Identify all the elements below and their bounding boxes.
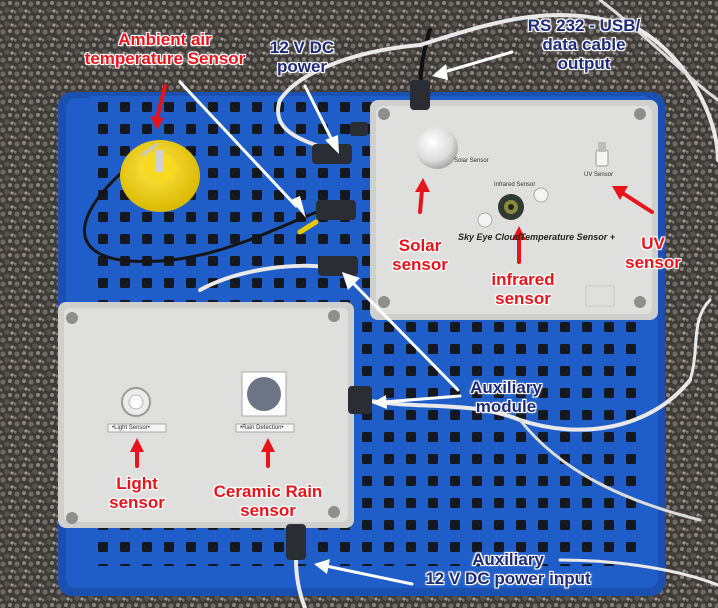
uv-sensor-print: UV Sensor <box>584 172 614 178</box>
annotation-arrows <box>130 50 654 586</box>
label-light-sensor: Light sensor <box>109 474 165 512</box>
ambient-temperature-sensor-device <box>120 140 200 212</box>
label-12v-dc-power: 12 V DC power <box>269 38 335 76</box>
label-rs232-usb-output: RS 232 - USB/ data cable output <box>527 16 641 73</box>
cable-connectors <box>286 80 430 560</box>
arrow-aux-module-side <box>382 394 462 404</box>
arrow-ambient-temperature <box>155 84 167 120</box>
infrared-sensor-print: Infrared Sensor <box>494 182 536 188</box>
rain-detection-print: •Rain Detection• <box>240 425 284 431</box>
arrow-power <box>303 84 334 142</box>
auxiliary-module-enclosure <box>58 302 354 528</box>
label-auxiliary-module: Auxiliary module <box>470 378 542 416</box>
brand-left-print: Sky Eye Cloud <box>458 232 521 242</box>
arrow-solar <box>418 188 424 214</box>
label-ceramic-rain-sensor: Ceramic Rain sensor <box>213 482 323 520</box>
label-uv-sensor: UV sensor <box>625 234 681 272</box>
light-sensor-print: •Light Sensor• <box>112 425 150 431</box>
label-solar-sensor: Solar sensor <box>392 236 448 274</box>
label-auxiliary-12v-power-input: Auxiliary 12 V DC power input <box>425 550 591 588</box>
arrow-ambient-cable <box>178 80 298 208</box>
arrow-aux-module-top <box>350 280 460 392</box>
brand-right-print: Temperature Sensor + <box>520 232 615 242</box>
label-infrared-sensor: infrared sensor <box>491 270 555 308</box>
solar-sensor-print: Solar Sensor <box>454 158 489 164</box>
arrow-aux-power <box>324 564 414 586</box>
label-ambient-air-temperature-sensor: Ambient air temperature Sensor <box>84 30 246 68</box>
arrow-rs232 <box>442 50 514 74</box>
main-sensor-enclosure <box>370 100 658 320</box>
arrow-uv <box>622 192 654 214</box>
